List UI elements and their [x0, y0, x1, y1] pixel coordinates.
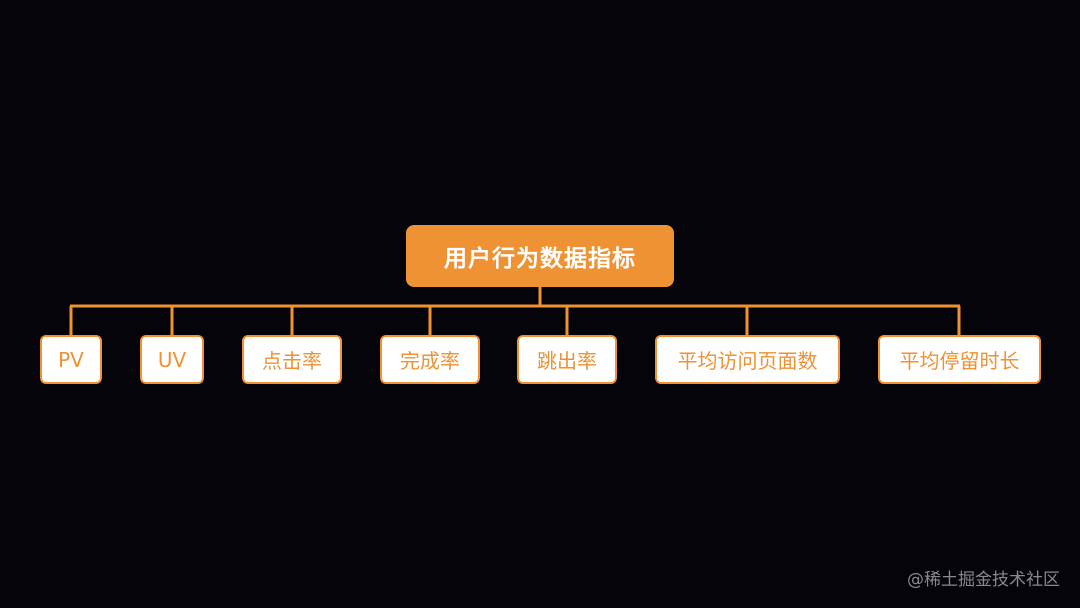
- child-node-bounce-rate: 跳出率: [517, 335, 617, 384]
- child-node-avg-duration: 平均停留时长: [878, 335, 1041, 384]
- root-node-user-behavior-metrics: 用户行为数据指标: [406, 225, 674, 287]
- child-node-uv: UV: [140, 335, 204, 384]
- watermark-text: @稀土掘金技术社区: [907, 570, 1060, 590]
- child-node-completion-rate: 完成率: [380, 335, 480, 384]
- child-node-pv: PV: [40, 335, 102, 384]
- child-node-avg-pages-visited: 平均访问页面数: [655, 335, 840, 384]
- child-node-click-rate: 点击率: [242, 335, 342, 384]
